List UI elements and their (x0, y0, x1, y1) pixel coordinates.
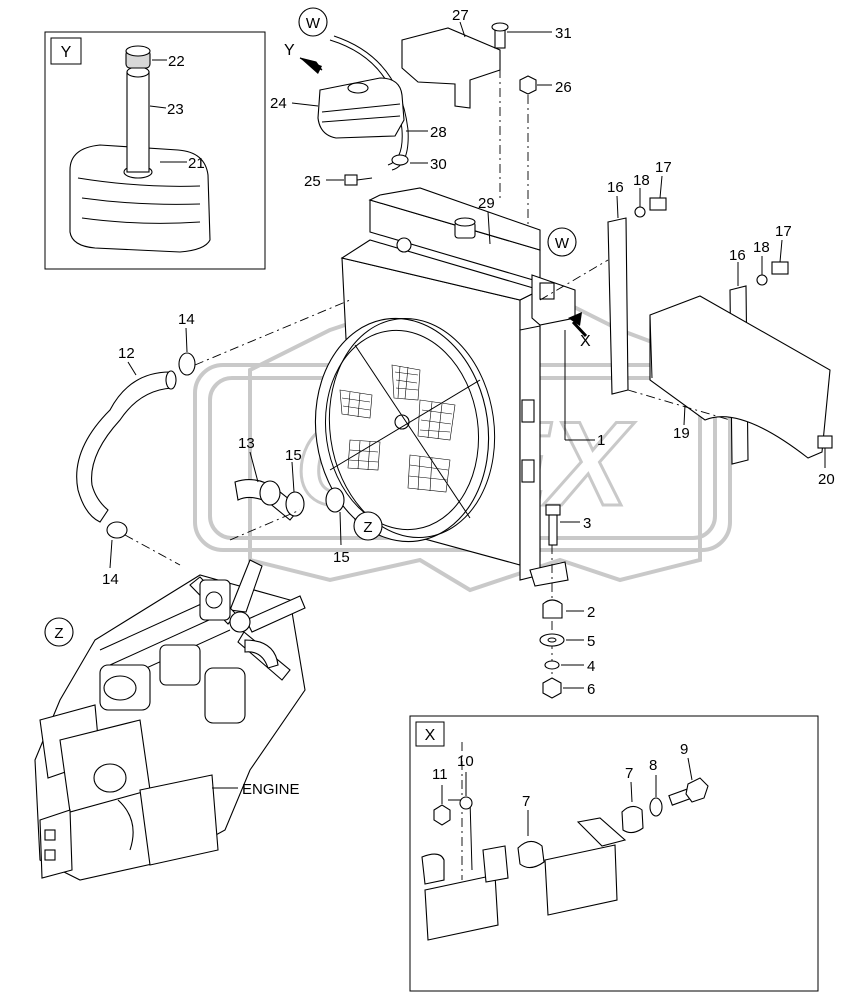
view-y-frame (44, 31, 266, 270)
callout-24: 24 (270, 95, 287, 112)
view-z-label: Z (363, 519, 372, 536)
washer-5 (539, 633, 565, 647)
bolt-3 (548, 514, 558, 546)
bolt-9 (685, 777, 709, 803)
view-x-frame (409, 715, 819, 992)
hoses: 12 14 14 13 15 15 Z (76, 299, 383, 588)
callout-18a: 18 (633, 172, 650, 189)
callout-1: 1 (597, 432, 605, 449)
callout-10: 10 (457, 753, 474, 770)
view-x-marker: X (580, 333, 591, 350)
callout-17b: 17 (775, 223, 792, 240)
callout-28: 28 (430, 124, 447, 141)
reservoir-tank-21 (69, 144, 211, 253)
callout-8: 8 (649, 757, 657, 774)
bolt-20 (817, 435, 833, 449)
view-z-label-engine: Z (54, 625, 63, 642)
view-x-inset: X 11 10 7 7 8 9 (409, 715, 819, 992)
mount-parts: 2 5 4 6 (539, 599, 595, 699)
clamp-14-bottom (106, 521, 128, 539)
filler-neck-23 (126, 71, 150, 173)
callout-11: 11 (432, 766, 448, 783)
side-panels: 16 18 17 16 18 17 19 20 (539, 159, 835, 488)
nut-11 (433, 804, 451, 826)
view-y-label: Y (61, 44, 72, 61)
nut-6 (542, 677, 562, 699)
view-w-marker (547, 227, 577, 257)
callout-2: 2 (587, 604, 595, 621)
view-w-marker-top (298, 7, 328, 37)
view-w-label-top: W (306, 15, 321, 32)
view-x-label: X (425, 727, 436, 744)
callout-30: 30 (430, 156, 447, 173)
callout-14a: 14 (178, 311, 195, 328)
engine: Z ENGINE (34, 509, 306, 881)
engine-label: ENGINE (242, 781, 300, 798)
callout-7b: 7 (625, 765, 633, 782)
bolt-25 (344, 174, 358, 186)
callout-20: 20 (818, 471, 835, 488)
callout-6: 6 (587, 681, 595, 698)
view-y-inset: Y 22 23 21 (44, 31, 266, 270)
clamp-15-left (285, 491, 305, 517)
callout-25: 25 (304, 173, 321, 190)
fan-shroud (314, 317, 496, 543)
view-y-tag (50, 37, 82, 65)
shroud-19 (649, 295, 831, 459)
view-y-marker: Y (284, 42, 295, 59)
clamp-15-right (325, 487, 345, 513)
view-w-label: W (555, 235, 570, 252)
callout-19: 19 (673, 425, 690, 442)
callout-16b: 16 (729, 247, 746, 264)
callout-31: 31 (555, 25, 572, 42)
callout-23: 23 (167, 101, 184, 118)
view-z-marker (353, 511, 383, 541)
callout-15a: 15 (285, 447, 302, 464)
callout-22: 22 (168, 53, 185, 70)
clamp-14-top (178, 352, 196, 376)
callout-5: 5 (587, 633, 595, 650)
washer-8 (649, 797, 663, 817)
callout-4: 4 (587, 658, 595, 675)
callout-14b: 14 (102, 571, 119, 588)
nut-26 (519, 75, 537, 95)
rubber-7-right (621, 805, 644, 834)
callout-27: 27 (452, 7, 469, 24)
callout-13: 13 (238, 435, 255, 452)
callout-26: 26 (555, 79, 572, 96)
callout-16a: 16 (607, 179, 624, 196)
bolt-17b (771, 261, 789, 275)
callout-3: 3 (583, 515, 591, 532)
bolt-17a (649, 197, 667, 211)
washer-10 (459, 796, 473, 810)
view-x-tag (415, 721, 445, 747)
top-assembly: W Y 24 30 28 25 27 31 (270, 7, 572, 230)
callout-9: 9 (680, 741, 688, 758)
lockwasher-4 (544, 660, 560, 670)
callout-17a: 17 (655, 159, 672, 176)
callout-21: 21 (188, 155, 205, 172)
callout-15b: 15 (333, 549, 350, 566)
rubber-7-left (517, 840, 545, 869)
bracket-27 (401, 27, 501, 109)
seal-16-left (607, 217, 629, 395)
view-z-marker-engine (44, 617, 74, 647)
callout-29: 29 (478, 195, 495, 212)
rubber-mount-2 (542, 599, 563, 619)
upper-hose-12 (76, 371, 173, 523)
callout-12: 12 (118, 345, 135, 362)
callout-7a: 7 (522, 793, 530, 810)
callout-18b: 18 (753, 239, 770, 256)
